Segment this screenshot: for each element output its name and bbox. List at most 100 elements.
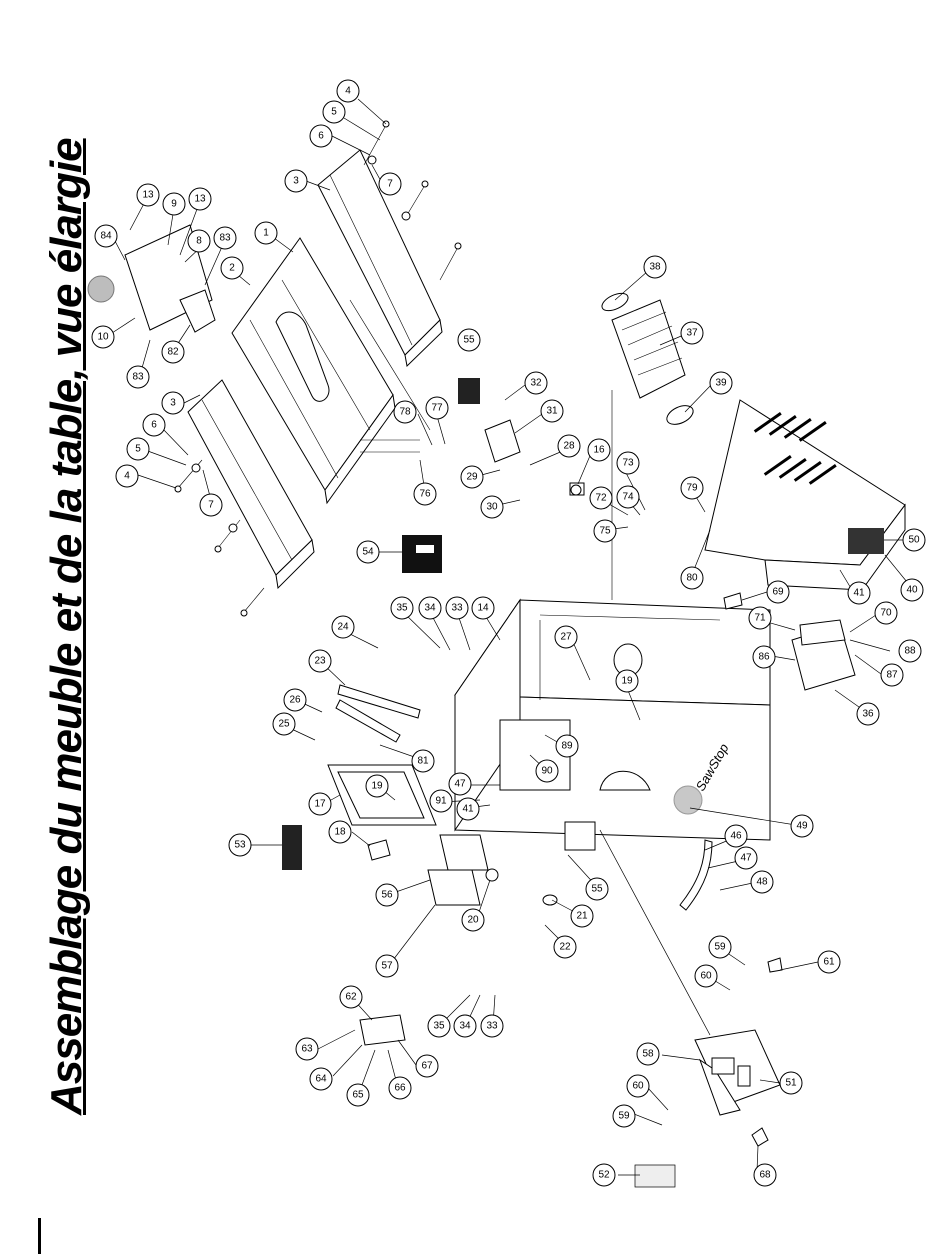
callout-41: 41 — [847, 581, 871, 605]
label-54 — [402, 535, 442, 573]
callout-81: 81 — [411, 749, 435, 773]
brand-logo-disc — [673, 785, 703, 815]
switch-box — [484, 419, 521, 463]
callout-33: 33 — [480, 1014, 504, 1038]
svg-text:24: 24 — [337, 622, 349, 633]
callout-13: 13 — [136, 183, 160, 207]
svg-text:48: 48 — [756, 877, 768, 888]
arbor-wrench — [337, 684, 421, 719]
svg-text:21: 21 — [576, 911, 588, 922]
svg-text:41: 41 — [462, 804, 474, 815]
callout-79: 79 — [680, 476, 704, 500]
blade-access-cutout — [599, 770, 651, 791]
callout-4: 4 — [115, 464, 139, 488]
callout-18: 18 — [328, 820, 352, 844]
svg-text:76: 76 — [419, 489, 431, 500]
callouts: 4 5 6 7 3 13 9 13 84 8 83 1 2 10 82 83 3… — [91, 79, 926, 1187]
svg-text:47: 47 — [740, 853, 752, 864]
svg-text:58: 58 — [642, 1049, 654, 1060]
page-margin-bar — [38, 1218, 41, 1254]
svg-text:79: 79 — [686, 483, 698, 494]
svg-text:32: 32 — [530, 378, 542, 389]
svg-text:50: 50 — [908, 535, 920, 546]
callout-58: 58 — [636, 1042, 660, 1066]
callout-73: 73 — [616, 451, 640, 475]
callout-55: 55 — [457, 328, 481, 352]
svg-text:60: 60 — [632, 1081, 644, 1092]
callout-2: 2 — [220, 256, 244, 280]
callout-75: 75 — [593, 519, 617, 543]
svg-text:14: 14 — [477, 603, 489, 614]
svg-text:27: 27 — [560, 632, 572, 643]
svg-text:33: 33 — [451, 603, 463, 614]
callout-28: 28 — [557, 434, 581, 458]
callout-30: 30 — [480, 495, 504, 519]
callout-87: 87 — [880, 663, 904, 687]
callout-74: 74 — [616, 485, 640, 509]
svg-text:29: 29 — [466, 472, 478, 483]
callout-1: 1 — [254, 221, 278, 245]
callout-77: 77 — [425, 396, 449, 420]
callout-22: 22 — [553, 935, 577, 959]
svg-text:65: 65 — [352, 1090, 364, 1101]
callout-5: 5 — [322, 100, 346, 124]
callout-40: 40 — [900, 578, 924, 602]
svg-text:4: 4 — [124, 471, 130, 482]
callout-47: 47 — [448, 772, 472, 796]
callout-25: 25 — [272, 712, 296, 736]
callout-34: 34 — [453, 1014, 477, 1038]
label-52 — [634, 1164, 676, 1188]
svg-text:57: 57 — [381, 961, 393, 972]
svg-text:86: 86 — [758, 652, 770, 663]
svg-text:17: 17 — [314, 799, 326, 810]
motor-cover-label — [848, 528, 884, 554]
callout-7: 7 — [199, 493, 223, 517]
callout-38: 38 — [643, 255, 667, 279]
callout-5: 5 — [126, 437, 150, 461]
svg-text:28: 28 — [563, 441, 575, 452]
svg-text:51: 51 — [785, 1078, 797, 1089]
svg-text:30: 30 — [486, 502, 498, 513]
callout-6: 6 — [309, 124, 333, 148]
svg-text:37: 37 — [686, 328, 698, 339]
svg-text:23: 23 — [314, 656, 326, 667]
motor-cover-vents — [753, 412, 837, 485]
callout-57: 57 — [375, 954, 399, 978]
svg-text:33: 33 — [486, 1021, 498, 1032]
svg-text:4: 4 — [345, 86, 351, 97]
callout-26: 26 — [283, 688, 307, 712]
svg-text:84: 84 — [100, 231, 112, 242]
callout-82: 82 — [161, 340, 185, 364]
callout-56: 56 — [375, 883, 399, 907]
svg-text:82: 82 — [167, 347, 179, 358]
svg-text:69: 69 — [772, 587, 784, 598]
callout-53: 53 — [228, 833, 252, 857]
callout-23: 23 — [308, 649, 332, 673]
svg-text:91: 91 — [435, 796, 447, 807]
svg-text:25: 25 — [278, 719, 290, 730]
callout-10: 10 — [91, 325, 115, 349]
callout-67: 67 — [415, 1054, 439, 1078]
svg-text:56: 56 — [381, 890, 393, 901]
callout-14: 14 — [471, 596, 495, 620]
callout-13: 13 — [188, 187, 212, 211]
callout-17: 17 — [308, 792, 332, 816]
svg-text:13: 13 — [142, 190, 154, 201]
callout-59: 59 — [708, 935, 732, 959]
storage-box — [427, 869, 481, 906]
callout-80: 80 — [680, 566, 704, 590]
callout-19: 19 — [615, 669, 639, 693]
callout-27: 27 — [554, 625, 578, 649]
throat-plate — [275, 311, 330, 402]
svg-text:64: 64 — [315, 1074, 327, 1085]
callout-3: 3 — [161, 391, 185, 415]
svg-text:3: 3 — [170, 398, 176, 409]
callout-63: 63 — [295, 1037, 319, 1061]
svg-text:80: 80 — [686, 573, 698, 584]
svg-text:35: 35 — [433, 1021, 445, 1032]
callout-86: 86 — [752, 645, 776, 669]
label-55-top — [458, 378, 480, 404]
svg-text:3: 3 — [293, 176, 299, 187]
svg-text:60: 60 — [700, 971, 712, 982]
callout-60: 60 — [694, 964, 718, 988]
